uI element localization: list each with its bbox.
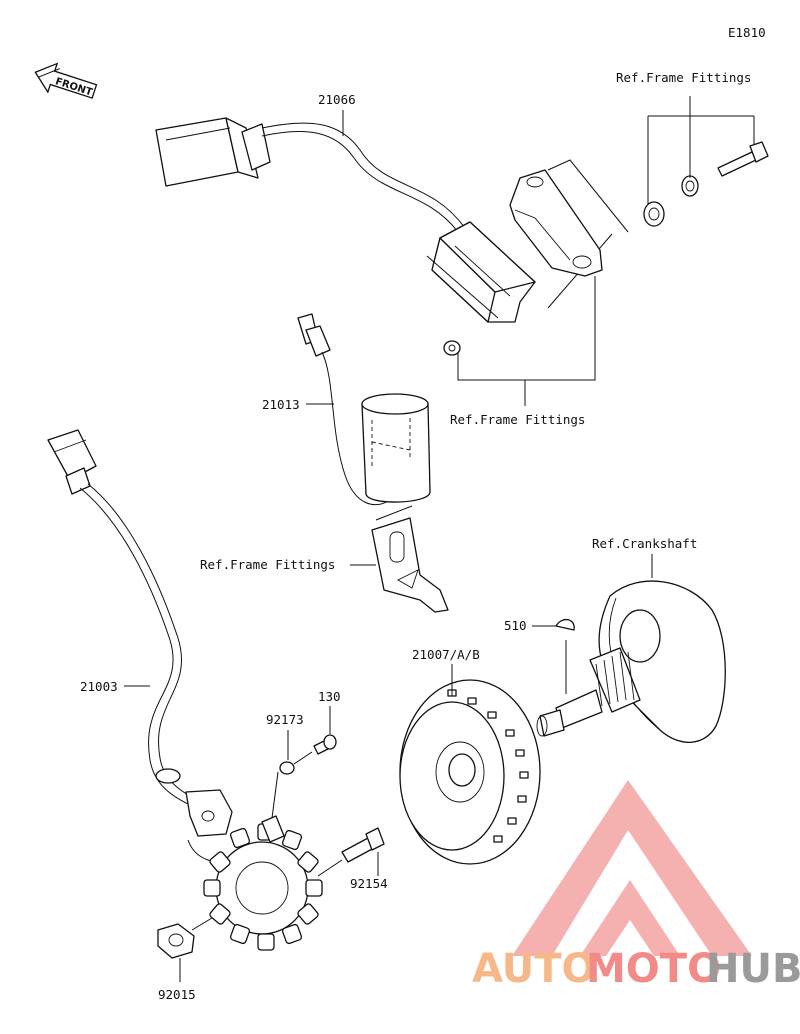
- capacitor-assembly: [297, 313, 431, 506]
- front-arrow-icon: FRONT: [34, 62, 98, 99]
- crank-gear: [595, 651, 635, 707]
- regulator-assembly: [155, 117, 613, 323]
- callout-92173: 92173: [266, 712, 304, 727]
- regulator-bracket: [509, 159, 629, 277]
- callout-130: 130: [318, 689, 341, 704]
- ref-frame-top: Ref.Frame Fittings: [616, 70, 751, 85]
- frame-fittings-top: [643, 96, 769, 227]
- clamp-and-bolt: [261, 734, 337, 843]
- rotor-assembly: [399, 679, 541, 865]
- ref-frame-mid: Ref.Frame Fittings: [450, 412, 585, 427]
- crankshaft: [536, 580, 726, 743]
- callout-21003: 21003: [80, 679, 118, 694]
- callout-92154: 92154: [350, 876, 388, 891]
- watermark-logo: [512, 780, 752, 956]
- capacitor-bracket: [371, 505, 449, 613]
- callout-21007: 21007/A/B: [412, 647, 480, 662]
- callout-21013: 21013: [262, 397, 300, 412]
- watermark-text: AUTO MOTO HUB: [472, 946, 800, 992]
- nut-92015: [157, 917, 213, 982]
- callout-92015: 92015: [158, 987, 196, 1002]
- callout-510: 510: [504, 618, 527, 633]
- watermark-auto: AUTO: [472, 946, 596, 992]
- diagram-code: E1810: [728, 25, 766, 40]
- callout-21066: 21066: [318, 92, 356, 107]
- stator-assembly: [47, 429, 323, 951]
- ref-frame-left: Ref.Frame Fittings: [200, 557, 335, 572]
- woodruff-key-510: [555, 619, 575, 631]
- watermark-hub: HUB: [706, 946, 800, 992]
- bolt-92154: [317, 827, 385, 877]
- watermark-moto: MOTO: [586, 946, 721, 992]
- regulator-nut: [443, 276, 596, 406]
- stator-coils: [203, 823, 323, 951]
- ref-crankshaft: Ref.Crankshaft: [592, 536, 697, 551]
